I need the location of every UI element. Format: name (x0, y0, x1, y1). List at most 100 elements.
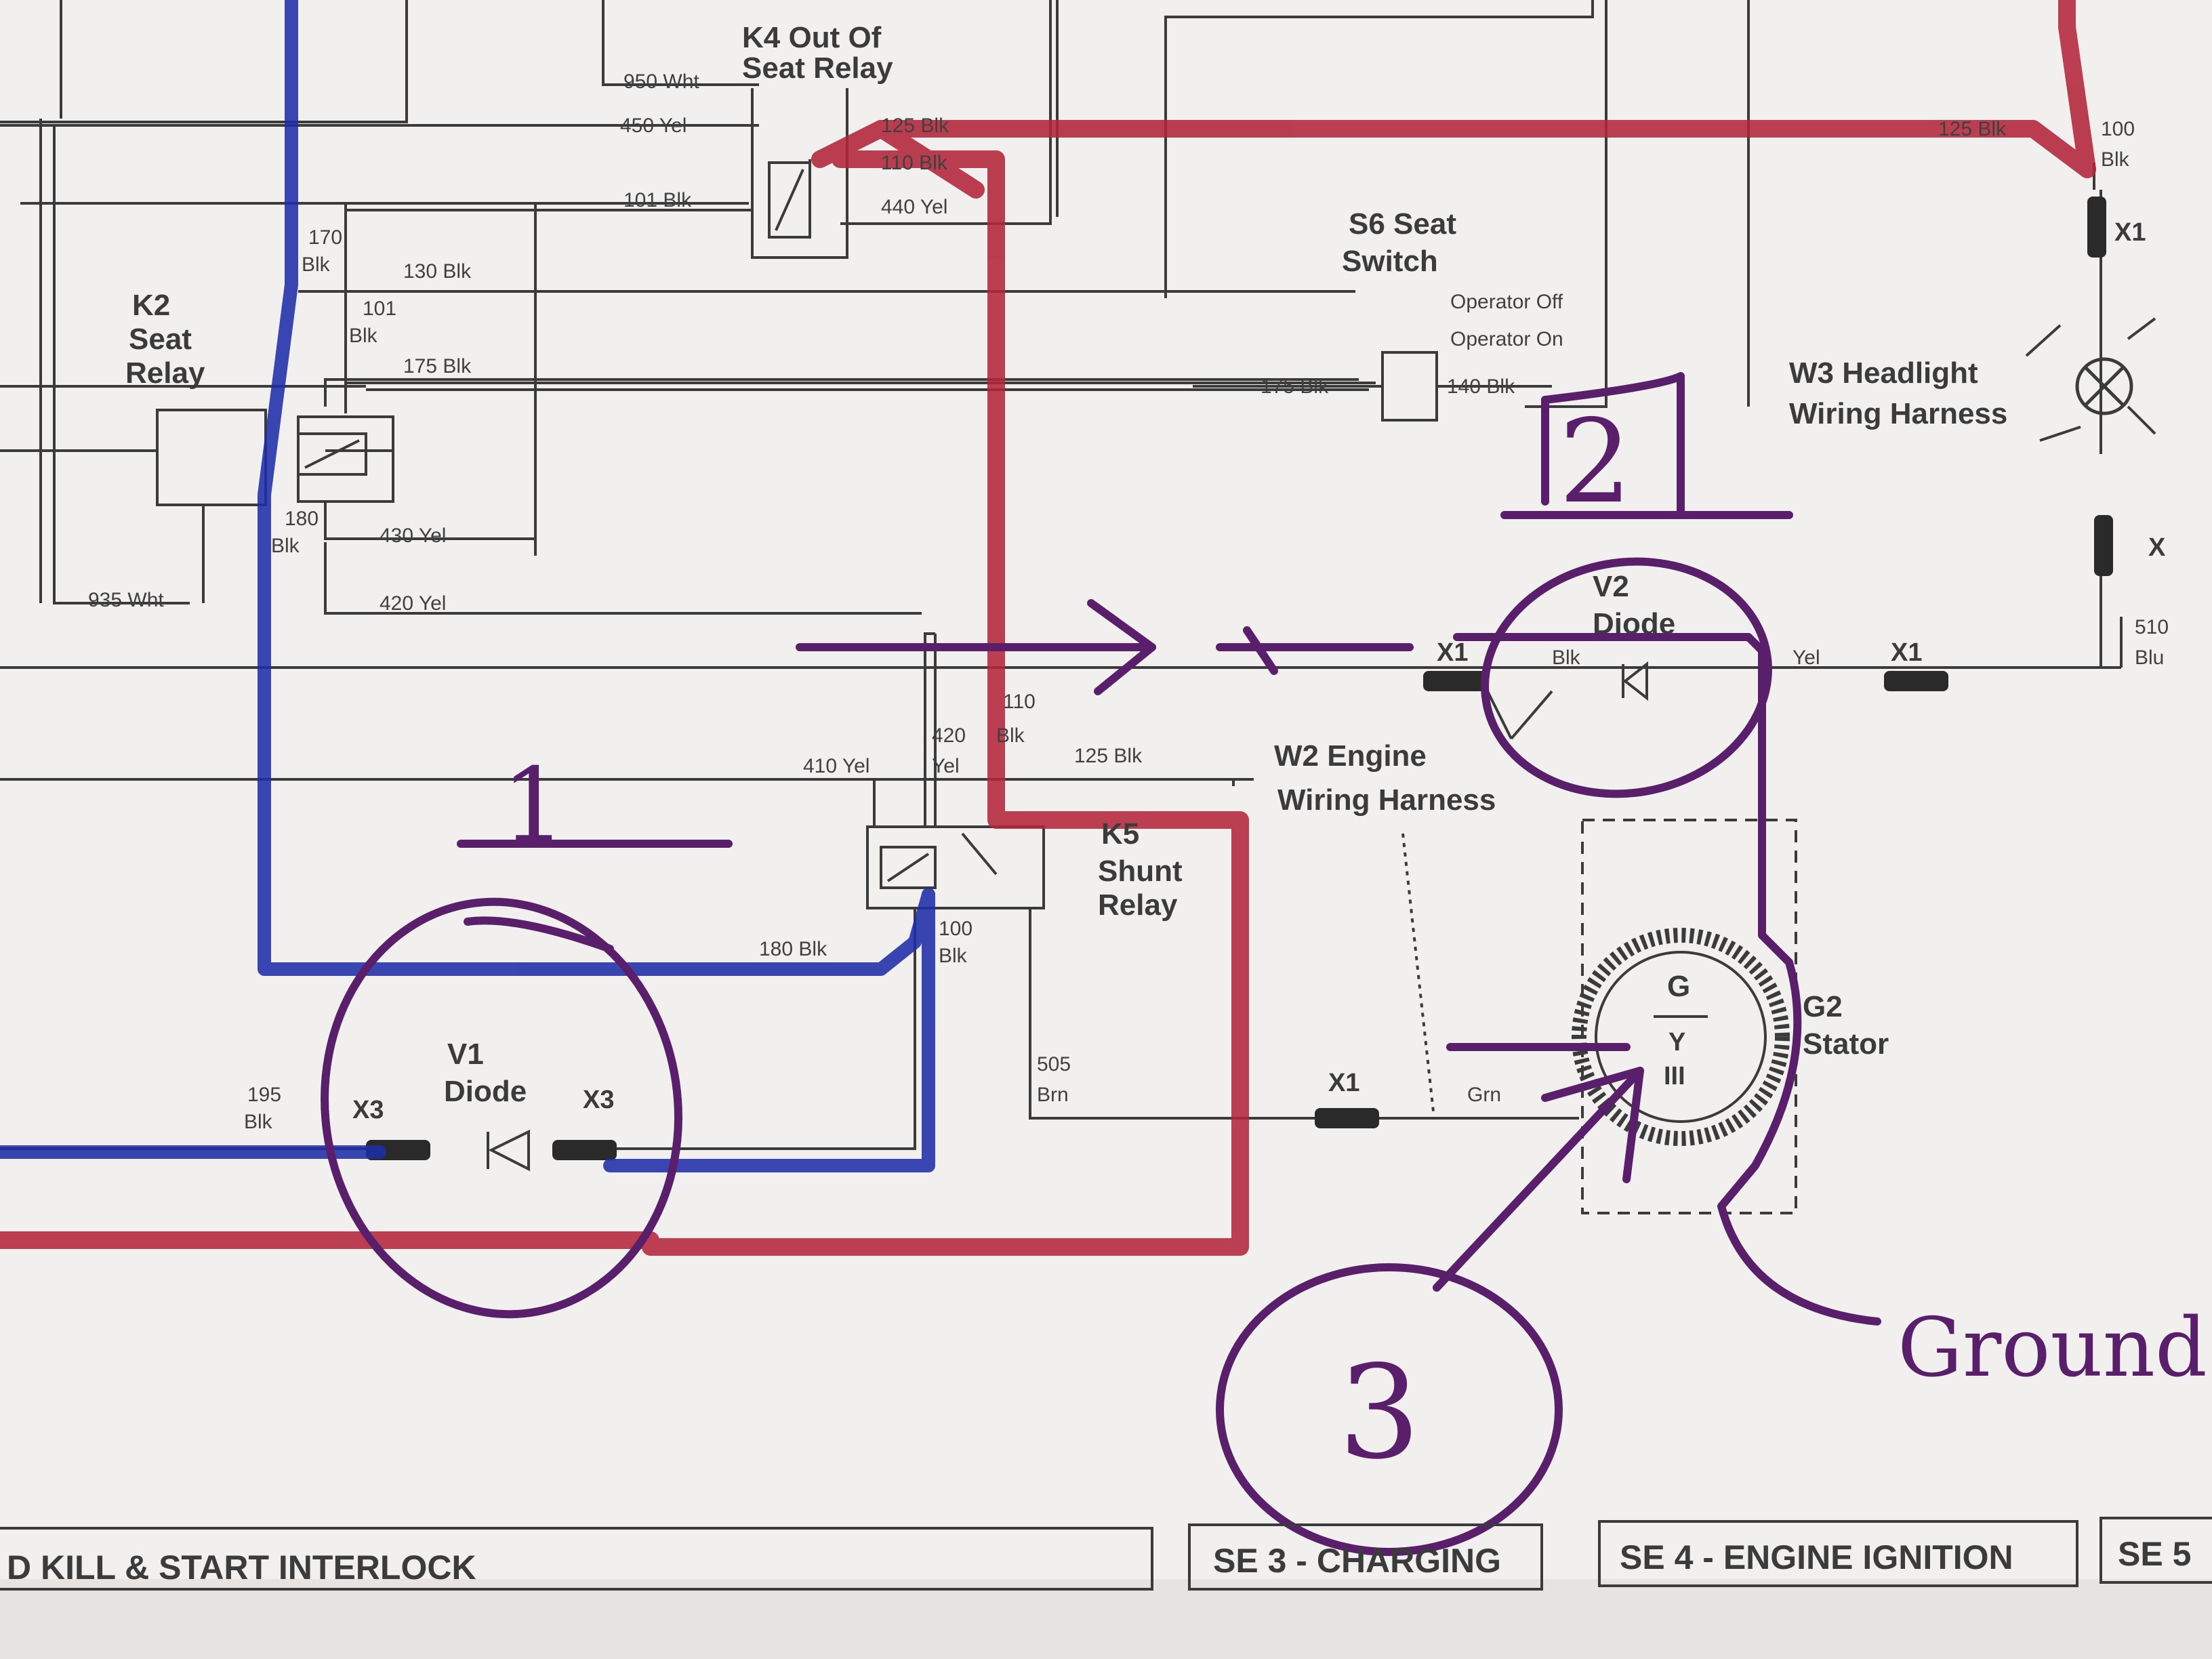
k5-label-3: Relay (1098, 888, 1178, 922)
wire-label-grn: Grn (1467, 1084, 1501, 1106)
connector-labels: X1 X1 X1 X3 X3 X1 X (352, 218, 2166, 1124)
v1-diode-symbol (487, 1129, 530, 1172)
wire-label-510-a: 510 (2135, 616, 2169, 638)
w2-label-2: Wiring Harness (1277, 783, 1496, 817)
wire-label-420: 420 Yel (380, 592, 446, 615)
v1-label-1: V1 (447, 1038, 484, 1071)
wire-label-170-a: 170 (308, 226, 342, 249)
wire-label-505-a: 505 (1037, 1053, 1071, 1076)
wire-label-101-a: 101 (363, 298, 396, 320)
s6-label-1: S6 Seat (1349, 207, 1456, 241)
wire-label-100-b: Blk (2101, 148, 2130, 171)
wire-label-110-k5: 110 (1003, 691, 1036, 713)
tab-se4-label: SE 4 - ENGINE IGNITION (1620, 1538, 2013, 1576)
annotation-number-2: 2 (1559, 395, 1632, 529)
blue-marker-highlight (0, 0, 935, 1172)
wire-label-510-b: Blu (2135, 647, 2164, 669)
k4-label-1: K4 Out Of (742, 21, 882, 54)
tab-se2-label: D KILL & START INTERLOCK (7, 1549, 476, 1586)
diode-symbols (487, 661, 1648, 1172)
connector-x1-w3 (2087, 197, 2106, 258)
wire-label-935: 935 Wht (88, 589, 164, 611)
relay-coils (297, 161, 998, 889)
paper-shadow-edge (0, 1579, 2212, 1659)
tab-se2-box (0, 1527, 1153, 1591)
k2-coil (297, 432, 367, 476)
v2-label-2: Diode (1593, 607, 1675, 640)
g2-symbol-y: Y (1668, 1028, 1685, 1057)
component-labels: K4 Out Of Seat Relay K2 Seat Relay S6 Se… (125, 21, 2007, 1108)
wire-label-180-k5: 180 Blk (759, 938, 827, 960)
connector-label-x-w3: X (2148, 533, 2166, 562)
wire-label-410: 410 Yel (803, 755, 869, 777)
headlight-lamp-icon (2075, 357, 2133, 415)
k4-coil (768, 161, 811, 239)
k5-contact (961, 832, 998, 876)
s6-label-2: Switch (1342, 245, 1438, 278)
red-marker-highlight (0, 0, 2096, 1256)
wire-label-125-right: 125 Blk (1938, 118, 2007, 140)
k5-label-2: Shunt (1098, 855, 1183, 888)
k5-label-1: K5 (1101, 817, 1139, 851)
wire-label-100-a: 100 (2101, 118, 2135, 140)
k2-label-1: K2 (132, 289, 170, 322)
tab-se5-label: SE 5 (2118, 1535, 2191, 1573)
wire-label-420-a: 420 (932, 724, 966, 747)
v2-circle (1481, 557, 1772, 798)
g2-label-1: G2 (1803, 990, 1843, 1023)
tab-se4-box (1598, 1520, 2078, 1587)
wire-label-110-k5b: Blk (996, 724, 1025, 747)
wire-label-175-right: 175 Blk (1261, 375, 1329, 398)
connector-label-x1-bottom: X1 (1328, 1069, 1359, 1097)
wire-label-440: 440 Yel (881, 196, 947, 218)
s6-operator-on: Operator On (1450, 328, 1563, 350)
k2-label-3: Relay (125, 356, 205, 390)
connector-x-w3 (2094, 515, 2113, 576)
wire-label-140: 140 Blk (1447, 375, 1515, 398)
v1-label-2: Diode (444, 1075, 527, 1108)
connector-label-x3-left: X3 (352, 1096, 384, 1124)
wire-label-125-top: 125 Blk (881, 115, 949, 137)
connector-label-x1-w3: X1 (2114, 218, 2146, 247)
connector-x1-bottom (1315, 1108, 1379, 1128)
wire-label-430: 430 Yel (380, 525, 446, 547)
wire-label-180-a: 180 (285, 508, 319, 530)
g2-symbol-iii: III (1664, 1062, 1685, 1090)
wire-label-101-top: 101 Blk (623, 189, 692, 211)
tab-se3-label: SE 3 - CHARGING (1213, 1542, 1501, 1580)
connector-label-x1-right: X1 (1891, 638, 1922, 667)
v2-label-1: V2 (1593, 570, 1629, 603)
wire-label-130: 130 Blk (403, 260, 472, 283)
g2-label-2: Stator (1803, 1027, 1889, 1061)
connector-x3-right (552, 1140, 617, 1160)
connector-x1-left (1423, 671, 1488, 691)
annotation-ground: Ground (1898, 1301, 2207, 1395)
annotation-number-3: 3 (1338, 1338, 1420, 1488)
wire-label-101-b: Blk (349, 325, 378, 347)
schematic-wires (0, 0, 2156, 1214)
wire-label-195-a: 195 (247, 1084, 281, 1106)
wire-label-950: 950 Wht (623, 70, 699, 93)
wire-label-195-b: Blk (244, 1111, 273, 1133)
k2-label-2: Seat (129, 323, 192, 356)
wire-label-450: 450 Yel (620, 115, 687, 137)
wire-label-180-b: Blk (271, 535, 300, 557)
s6-operator-off: Operator Off (1450, 291, 1563, 313)
wire-label-100-k5b: Blk (939, 945, 968, 967)
g2-symbol-g: G (1667, 970, 1690, 1003)
wire-label-100-k5a: 100 (939, 918, 972, 940)
section-tabs: D KILL & START INTERLOCK SE 3 - CHARGING… (0, 1517, 2212, 1591)
w3-label-1: W3 Headlight (1789, 356, 1978, 390)
v1-circle (321, 897, 682, 1319)
k4-label-2: Seat Relay (742, 52, 893, 85)
connector-label-x3-right: X3 (583, 1086, 614, 1114)
wire-labels: 950 Wht 450 Yel 101 Blk 125 Blk 110 Blk … (88, 70, 2169, 1133)
wire-label-420-b: Yel (932, 755, 960, 777)
wire-label-505-b: Brn (1037, 1084, 1069, 1106)
annotation-number-1: 1 (501, 747, 566, 865)
w3-label-2: Wiring Harness (1789, 397, 2007, 430)
connector-x1-right (1884, 671, 1948, 691)
